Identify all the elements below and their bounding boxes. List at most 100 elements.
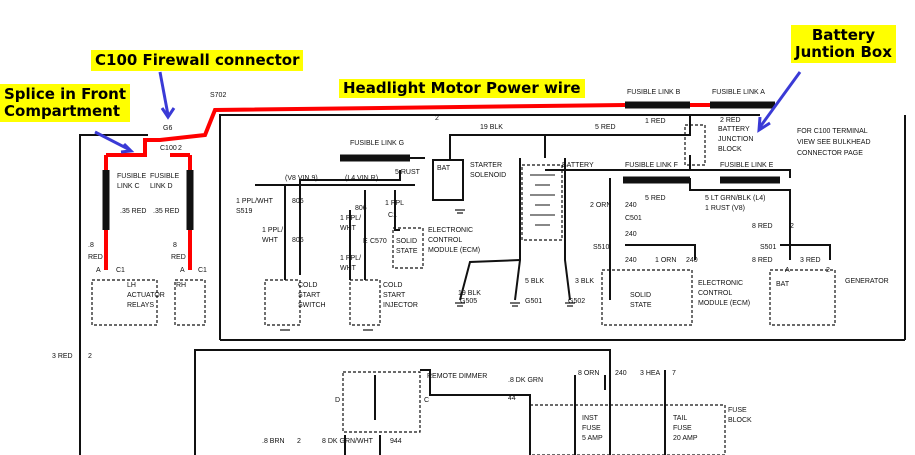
label-35-red-b: .35 RED [153,208,179,215]
label-44: 44 [508,395,516,402]
label-8-red-a: 8 RED [752,223,773,230]
black-wiring [79,114,906,455]
fuse-block [529,404,726,455]
label-inst-2: FUSE [582,425,601,432]
label-240-b: 240 [625,231,637,238]
label-cs-3: SWITCH [298,302,326,309]
label-a2: A [96,267,101,274]
label-c1-c: C1 [198,267,207,274]
label-1-orn: 1 ORN [655,257,676,264]
label-fusible-a: FUSIBLE LINK A [712,89,765,96]
label-19-blk-b: 19 BLK [458,290,481,297]
label-5-rust: 5 RUST [395,169,421,176]
label-bjb-3: BLOCK [718,146,742,153]
label-240-a: 240 [625,202,637,209]
generator [769,269,836,326]
label-ss-1: SOLID [396,238,417,245]
diagram-labels: S702 FUSIBLE LINK B FUSIBLE LINK A 1 RED… [52,89,889,445]
label-ecm-2: CONTROL [428,237,462,244]
label-7: 7 [672,370,676,377]
label-2-orn: 2 ORN [590,202,611,209]
label-inst-3: 5 AMP [582,435,603,442]
label-tail-3: 20 AMP [673,435,698,442]
label-wht-d: WHT [340,265,357,272]
label-3-blk: 3 BLK [575,278,594,285]
label-inst-1: INST [582,415,599,422]
label-ecm-6: MODULE (ECM) [698,300,750,307]
callout-firewall-connector: C100 Firewall connector [91,50,304,71]
label-a1: A [785,267,790,274]
label-starter-1: STARTER [470,162,502,169]
label-3-red-left: 3 RED [52,353,73,360]
label-2d: 2 [297,438,301,445]
label-tail-2: FUSE [673,425,692,432]
label-ss-2: STATE [396,248,418,255]
label-fusible-f: FUSIBLE LINK F [625,162,678,169]
label-g501: G501 [525,298,542,305]
label-2-red: 2 RED [720,117,741,124]
label-ppl-wht: 1 PPL/WHT [236,198,274,205]
label-c100: C100 [160,145,177,152]
label-tail-1: TAIL [673,415,687,422]
label-ss-3: SOLID [630,292,651,299]
label-battery: BATTERY [562,162,594,169]
label-c1-b: C1 [116,267,125,274]
label-for-1: FOR C100 TERMINAL [797,128,868,135]
label-806-c: 806 [355,205,367,212]
label-bjb-1: BATTERY [718,126,750,133]
fusible-links [102,101,780,230]
label-g505: G505 [460,298,477,305]
label-240-c: 240 [625,257,637,264]
ground-symbols [280,209,575,331]
label-8-dk-grn: .8 DK GRN [508,377,543,384]
label-fl-c-1: FUSIBLE [117,173,147,180]
lh-actuator-relays [91,279,158,326]
cold-start-switch [264,279,301,326]
label-c501: C501 [625,215,642,222]
label-fl-d-2: LINK D [150,183,173,190]
label-944: 944 [390,438,402,445]
label-240-d: 240 [686,257,698,264]
label-ppl-d: 1 PPL/ [340,255,361,262]
label-c570: C570 [370,238,387,245]
label-for-2: VIEW SEE BULKHEAD [797,139,871,146]
label-ecm-4: ELECTRONIC [698,280,743,287]
label-fusible-e: FUSIBLE LINK E [720,162,774,169]
label-rh-1: RH [176,282,186,289]
label-2c: 2 [826,267,830,274]
label-ppl-a: 1 PPL/ [262,227,283,234]
headlight-motor-wire [104,103,710,270]
label-s519: S519 [236,208,252,215]
components [91,124,836,455]
label-bjb-2: JUNCTION [718,136,753,143]
label-d: D [335,397,340,404]
label-starter-2: SOLENOID [470,172,506,179]
callout-splice: Splice in Front Compartment [0,84,130,122]
label-8-brn: .8 BRN [262,438,285,445]
rh-actuator-relays [174,279,206,326]
label-generator: GENERATOR [845,278,889,285]
label-5-red: 5 RED [595,124,616,131]
label-rh-8: 8 [173,242,177,249]
label-wht-b: WHT [340,225,357,232]
label-bat: BAT [437,165,451,172]
label-8-red-b: 8 RED [752,257,773,264]
label-c1-a: C1 [388,212,397,219]
label-lt-grn: 5 LT GRN/BLK (L4) [705,195,765,202]
label-ci-3: INJECTOR [383,302,418,309]
label-5-blk: 5 BLK [525,278,544,285]
label-35-red-a: .35 RED [120,208,146,215]
callout-headlight-wire: Headlight Motor Power wire [339,79,585,98]
label-bat1: BAT [776,281,790,288]
battery-body [521,164,563,241]
battery-cells [530,174,555,226]
label-e: E [363,238,368,245]
label-s510: S510 [593,244,609,251]
solid-state-ecm-2 [601,269,693,326]
label-2-left: 2 [88,353,92,360]
cold-start-injector [349,279,381,326]
label-cs-1: COLD [298,282,317,289]
label-8-orn: 8 ORN [578,370,599,377]
label-ci-1: COLD [383,282,402,289]
